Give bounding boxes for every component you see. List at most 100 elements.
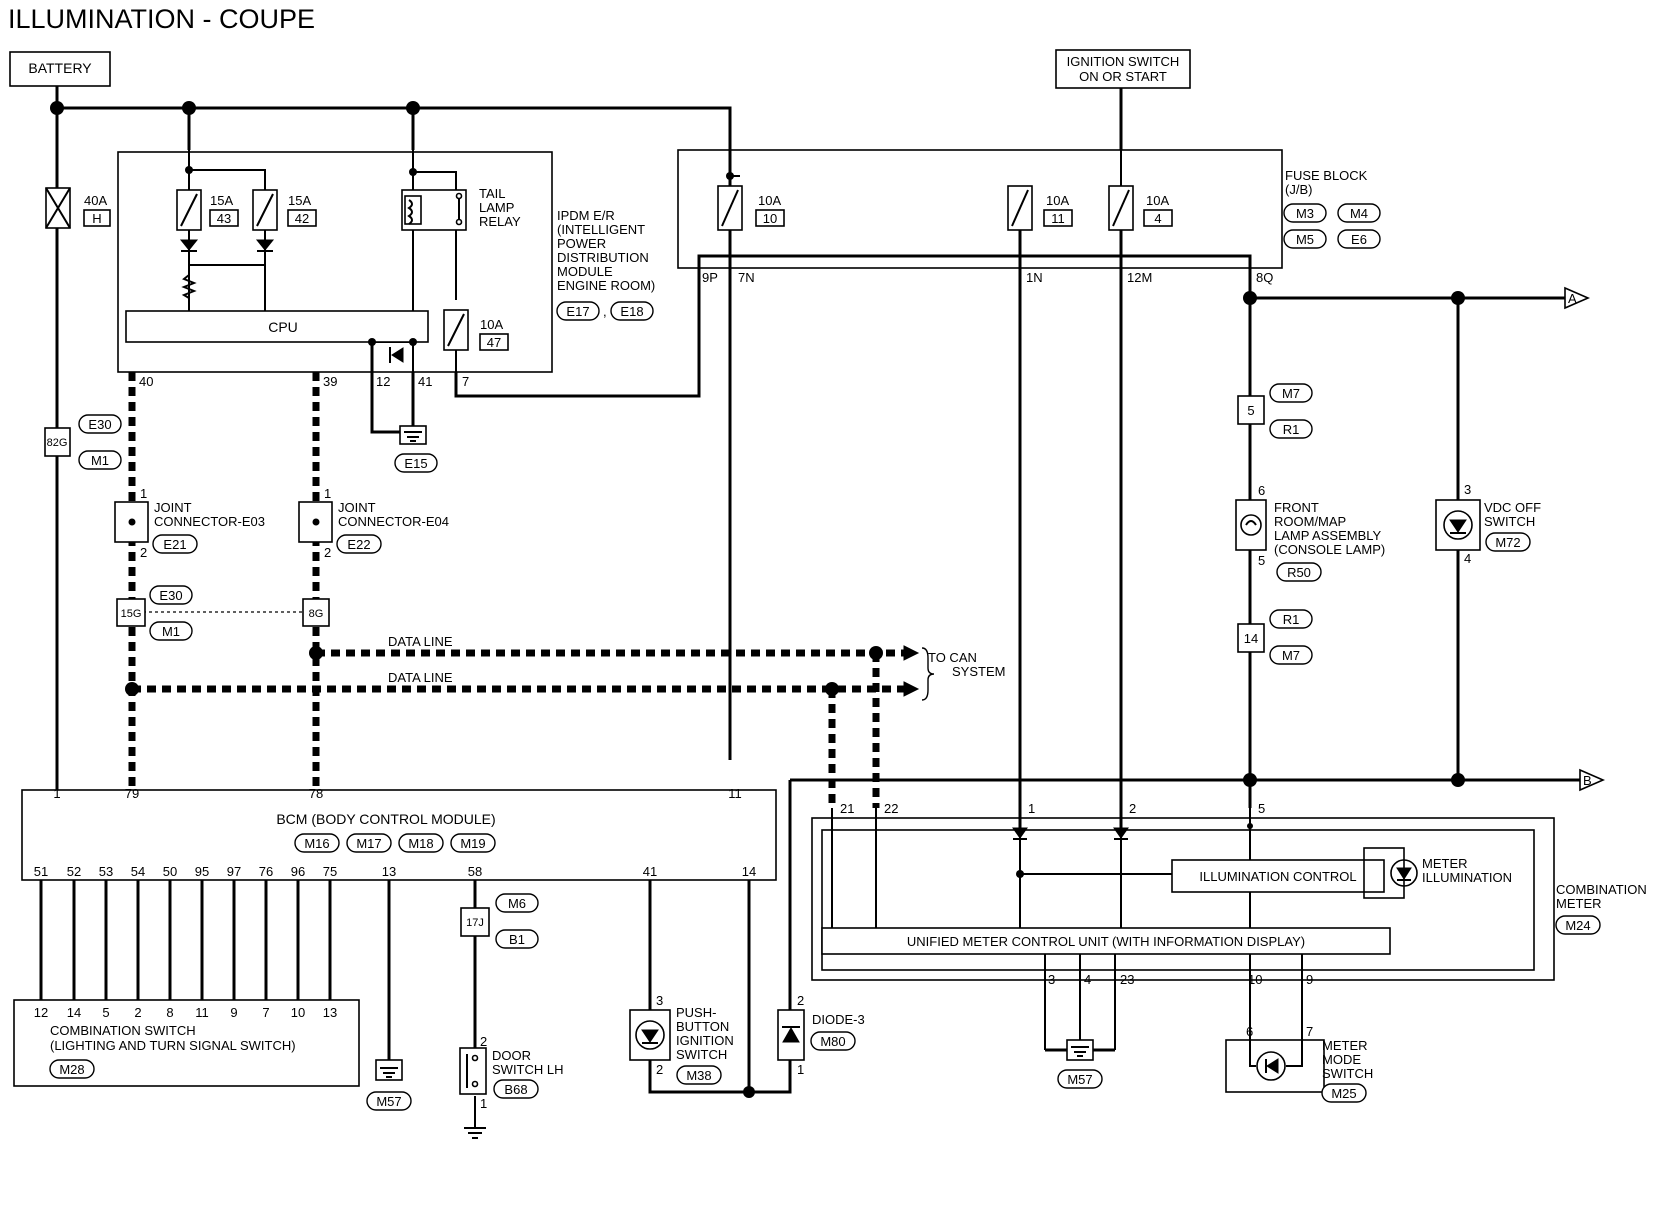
relay-label-2: LAMP (479, 200, 514, 215)
joint-e04-name-2: CONNECTOR-E04 (338, 514, 449, 529)
fuse-block-connector-4: E6 (1351, 232, 1367, 247)
fusible-link-40a: 40A H (45, 187, 111, 229)
meter-pin-2: 2 (1129, 801, 1136, 816)
bcm-module: BCM (BODY CONTROL MODULE) M16 M17 M18 M1… (21, 786, 777, 881)
fuse-10a-11-id: 11 (1051, 211, 1065, 226)
bcm-connector-3: M18 (408, 836, 433, 851)
junction-dots (50, 101, 1465, 829)
joint-connector-e04: 1 2 JOINT CONNECTOR-E04 E22 (298, 486, 449, 560)
fuse-10a-47-id: 47 (487, 335, 501, 350)
diode-pin-1: 1 (797, 1062, 804, 1077)
data-lines: DATA LINE DATA LINE TO CAN SYSTEM (388, 634, 1005, 701)
ipdm-pin-41: 41 (418, 374, 432, 389)
harness-door-conn-2: B1 (509, 932, 525, 947)
diode-name: DIODE-3 (812, 1012, 865, 1027)
bcm-pin-53: 53 (99, 864, 113, 879)
push-name-4: SWITCH (676, 1047, 727, 1062)
bcm-pin-54: 54 (131, 864, 145, 879)
bcm-pin-76: 76 (259, 864, 273, 879)
harness-mid-conn-1: E30 (159, 588, 182, 603)
mode-pin-7: 7 (1306, 1024, 1313, 1039)
harness-door-conn-1: M6 (508, 896, 526, 911)
push-pin-2: 2 (656, 1062, 663, 1077)
fuse-10a-47-amp: 10A (480, 317, 503, 332)
meter-pin-22: 22 (884, 801, 898, 816)
ipdm-pin-39: 39 (323, 374, 337, 389)
meter-name-2: METER (1556, 896, 1602, 911)
ignition-source: IGNITION SWITCH ON OR START (1055, 49, 1191, 89)
ipdm-name-6: ENGINE ROOM) (557, 278, 655, 293)
combo-name-2: (LIGHTING AND TURN SIGNAL SWITCH) (50, 1038, 296, 1053)
push-pin-3: 3 (656, 993, 663, 1008)
joint-e03-name-1: JOINT (154, 500, 192, 515)
door-pin-1: 1 (480, 1096, 487, 1111)
bcm-pin-75: 75 (323, 864, 337, 879)
combo-pin-2: 2 (134, 1005, 141, 1020)
bcm-pin-13: 13 (382, 864, 396, 879)
fuse-10a-11-amp: 10A (1046, 193, 1069, 208)
combo-pin-9: 9 (230, 1005, 237, 1020)
fuse-15a-43-amp: 15A (210, 193, 233, 208)
combo-pin-11: 11 (195, 1005, 209, 1020)
joint-e04-connector: E22 (347, 537, 370, 552)
joint-e03-connector: E21 (163, 537, 186, 552)
combination-switch: 12 14 5 2 8 11 9 7 10 13 COMBINATION SWI… (13, 999, 360, 1087)
meter-ground-connector: M57 (1067, 1072, 1092, 1087)
combo-connector: M28 (59, 1062, 84, 1077)
push-name-2: BUTTON (676, 1019, 729, 1034)
diode-pin-2: 2 (797, 993, 804, 1008)
meter-connector: M24 (1565, 918, 1590, 933)
meter-illum-label-1: METER (1422, 856, 1468, 871)
fuse-block-pin-1n: 1N (1026, 270, 1043, 285)
fuse-40a-amp: 40A (84, 193, 107, 208)
harness-connectors: 82G E30 M1 15G 8G E30 M1 5 M7 R1 14 R1 M… (44, 383, 1313, 949)
meter-illum-label-2: ILLUMINATION (1422, 870, 1512, 885)
lamp-name-2: ROOM/MAP (1274, 514, 1346, 529)
fuse-block: 10A 10 10A 11 10A 4 FUSE BLOCK (J/B) M3 … (677, 149, 1381, 285)
bcm-top-pin-11: 11 (728, 786, 742, 801)
harness-lamp-upper-conn-2: R1 (1283, 422, 1300, 437)
harness-82g-pin: 82G (47, 437, 68, 449)
fuse-10a-4-id: 4 (1154, 211, 1161, 226)
harness-lamp-upper-pin: 5 (1247, 403, 1254, 418)
fuse-block-pin-12m: 12M (1127, 270, 1152, 285)
vdc-off-switch: 3 4 VDC OFF SWITCH M72 (1435, 482, 1541, 566)
fuse-block-name-2: (J/B) (1285, 182, 1312, 197)
meter-mode-switch: 6 7 METER MODE SWITCH M25 (1225, 1024, 1373, 1103)
ipdm-name-3: POWER (557, 236, 606, 251)
vdc-name-1: VDC OFF (1484, 500, 1541, 515)
push-button-ignition-switch: 3 2 PUSH- BUTTON IGNITION SWITCH M38 (629, 993, 755, 1098)
lamp-name-1: FRONT (1274, 500, 1319, 515)
bcm-ground: M57 (366, 1059, 412, 1111)
mode-connector: M25 (1331, 1086, 1356, 1101)
harness-lamp-lower-conn-2: M7 (1282, 648, 1300, 663)
bcm-pin-51: 51 (34, 864, 48, 879)
bcm-pin-14: 14 (742, 864, 756, 879)
ipdm-name-2: (INTELLIGENT (557, 222, 645, 237)
joint-e04-pin-1: 1 (324, 486, 331, 501)
meter-bottom-pin-9: 9 (1306, 972, 1313, 987)
bcm-name: BCM (BODY CONTROL MODULE) (276, 811, 495, 827)
harness-lamp-lower-conn-1: R1 (1283, 612, 1300, 627)
joint-e03-name-2: CONNECTOR-E03 (154, 514, 265, 529)
relay-label-1: TAIL (479, 186, 506, 201)
fuse-block-pin-9p: 9P (702, 270, 718, 285)
data-line-label-2: DATA LINE (388, 670, 453, 685)
cpu-label: CPU (268, 319, 298, 335)
ignition-label-2: ON OR START (1079, 69, 1167, 84)
joint-e04-pin-2: 2 (324, 545, 331, 560)
relay-label-3: RELAY (479, 214, 521, 229)
bcm-pin-58: 58 (468, 864, 482, 879)
fuse-block-connector-2: M4 (1350, 206, 1368, 221)
meter-bottom-pin-10: 10 (1248, 972, 1262, 987)
battery-label: BATTERY (28, 60, 92, 76)
bcm-connector-4: M19 (460, 836, 485, 851)
door-name-1: DOOR (492, 1048, 531, 1063)
door-name-2: SWITCH LH (492, 1062, 564, 1077)
door-pin-2: 2 (480, 1034, 487, 1049)
combination-meter: 21 22 1 2 5 ILLUMINATION CONTROL METER I… (811, 801, 1647, 987)
combo-pin-8: 8 (166, 1005, 173, 1020)
arrow-b-label: B (1583, 773, 1592, 788)
harness-15g-pin: 15G (121, 608, 142, 620)
mode-name-2: MODE (1322, 1052, 1361, 1067)
